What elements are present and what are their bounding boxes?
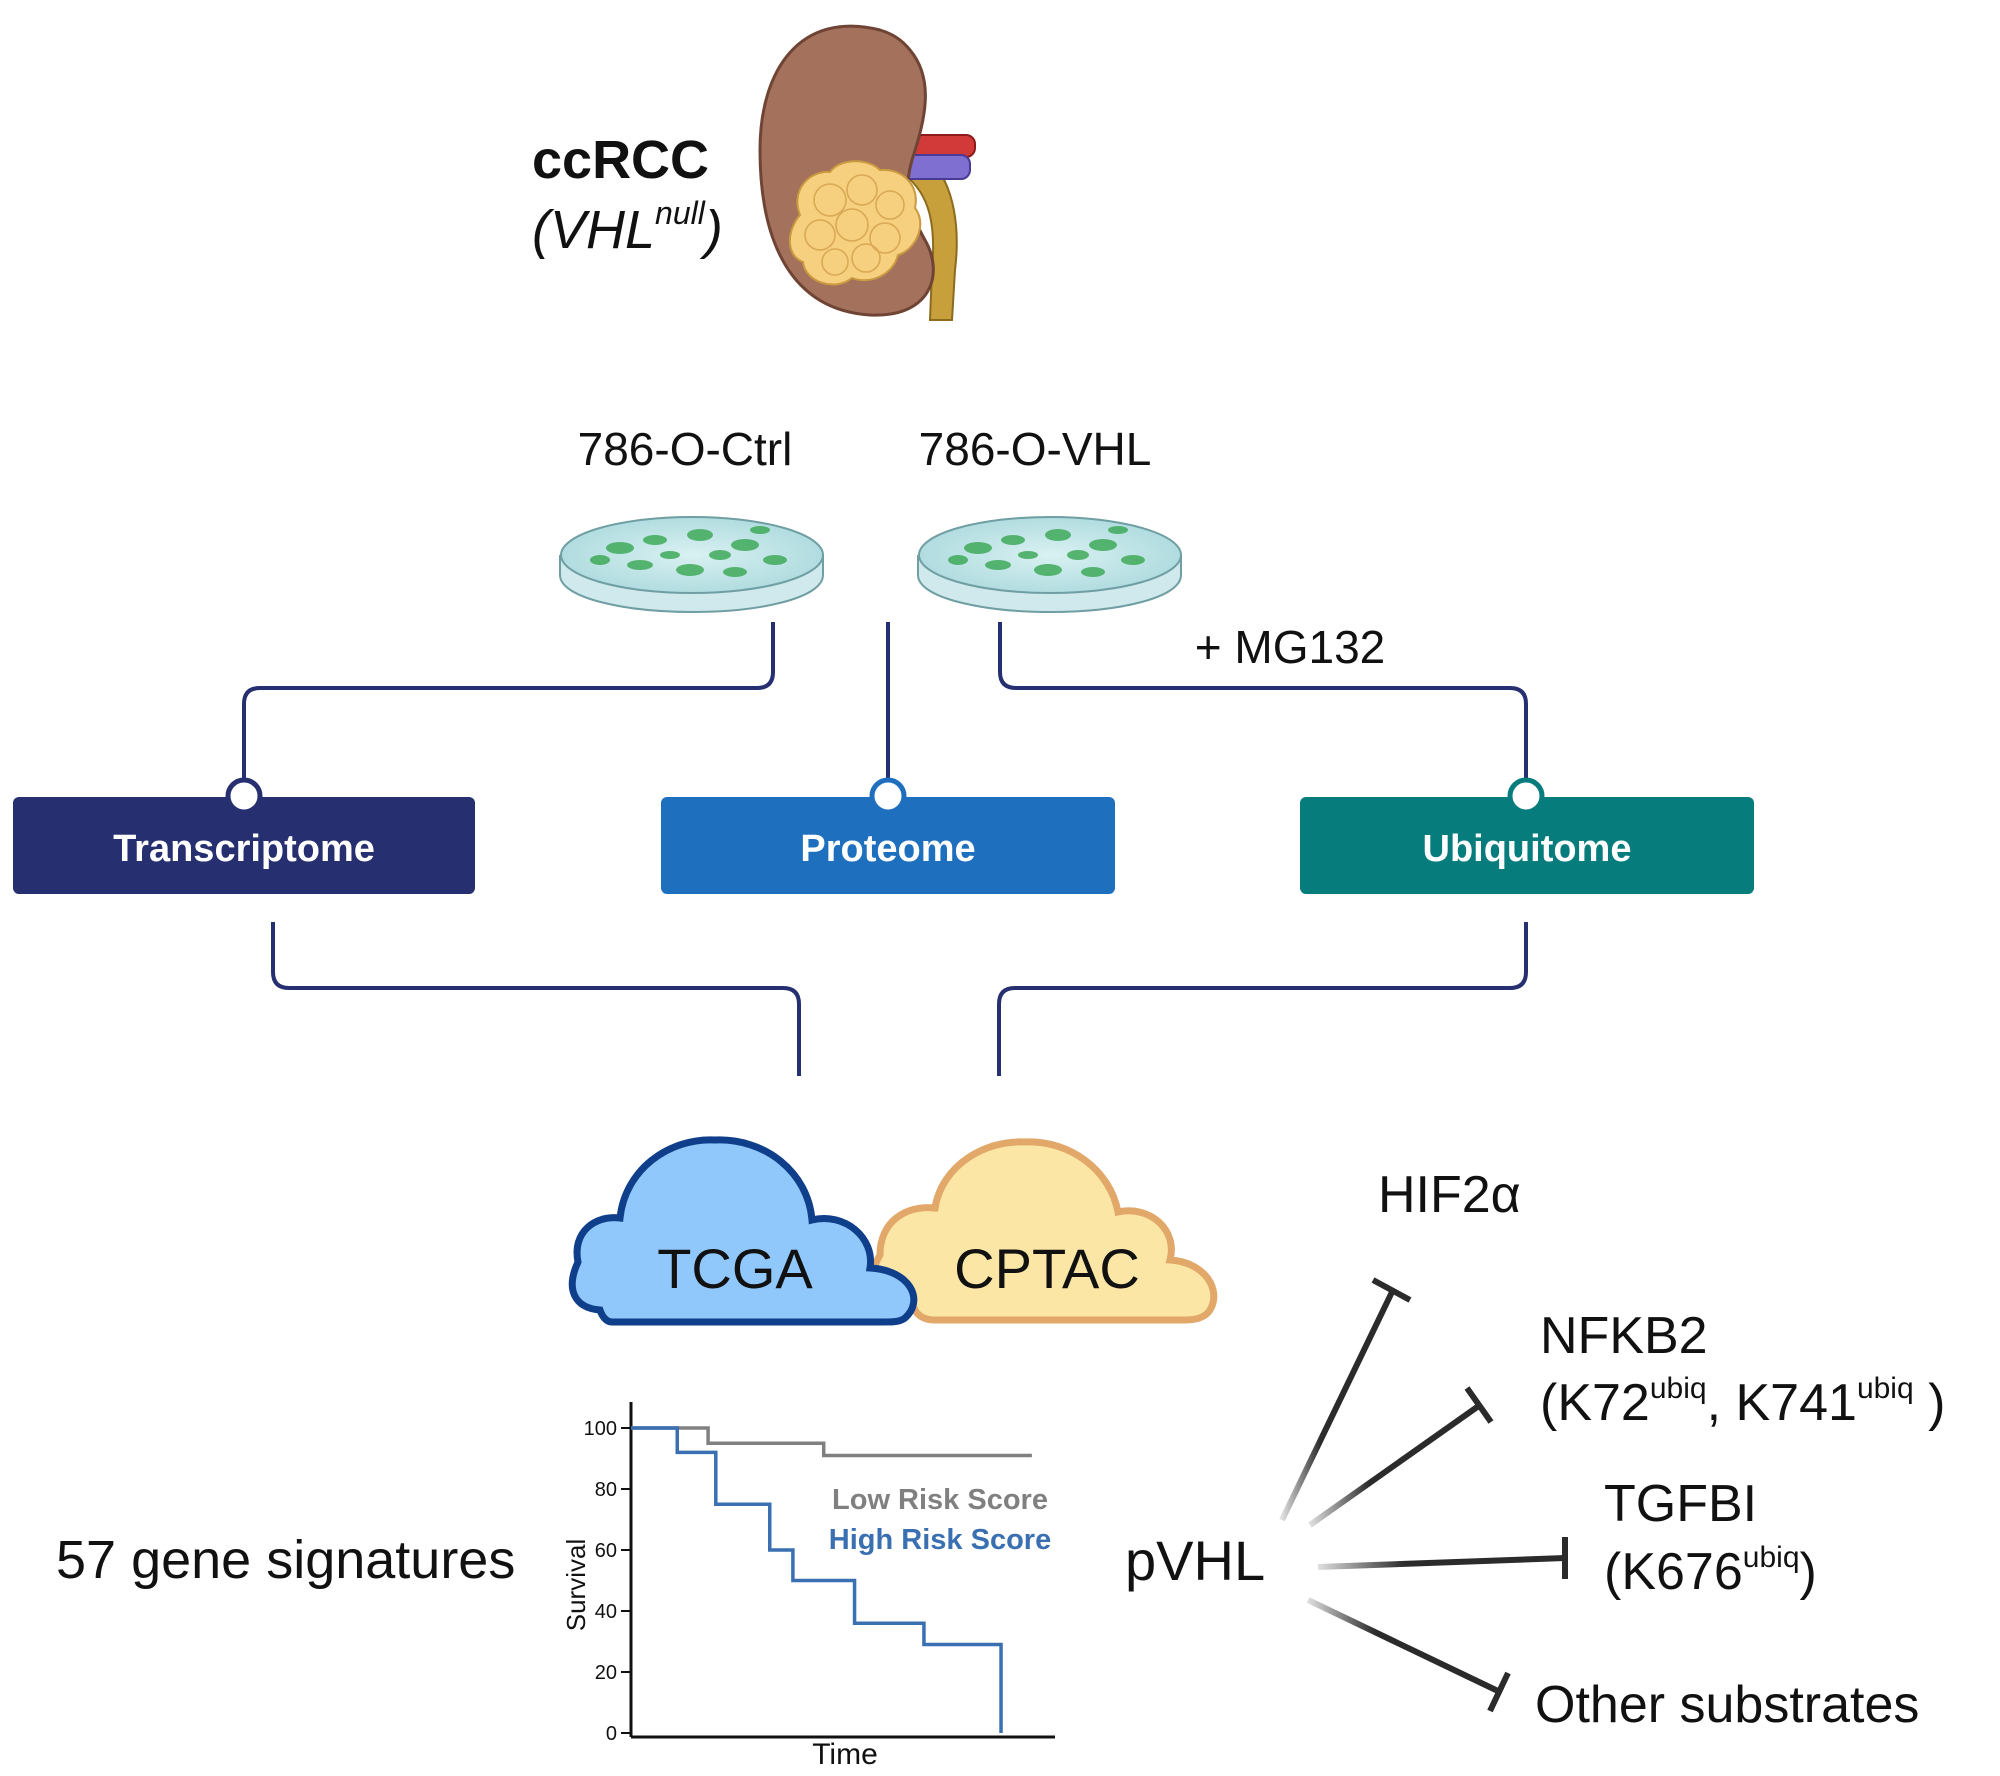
ubiquitome-box-bg: [1300, 797, 1754, 894]
y-ticks: 0 20 40 60 80 100: [584, 1418, 631, 1745]
arrow-bar-other: [1487, 1671, 1511, 1713]
petri-dish-ctrl: [559, 516, 824, 614]
omics-box-proteome: Proteome: [661, 777, 1115, 894]
nfkb2-site-1-sup: ubiq: [1650, 1372, 1707, 1405]
proteome-box-bg: [661, 797, 1115, 894]
transcriptome-box-bg: [13, 797, 475, 894]
arrow-to-tgfbi: [1317, 1555, 1566, 1570]
low-risk-curve: [631, 1426, 1032, 1458]
y-tick-label: 40: [595, 1601, 617, 1623]
omics-box-transcriptome: Transcriptome: [13, 777, 475, 894]
genotype-paren-close: ): [699, 200, 723, 260]
ubiquitome-port: [1507, 777, 1545, 815]
pvhl-label: pVHL: [1125, 1529, 1265, 1592]
nfkb2-sites: (K72ubiq, K741ubiq ): [1540, 1372, 1945, 1432]
y-tick-label: 0: [606, 1723, 617, 1745]
connector-ctrl-to-transcriptome: [242, 622, 775, 790]
target-nfkb2: NFKB2: [1540, 1307, 1708, 1365]
tumor-shape: [788, 160, 922, 286]
tcga-cloud-shape: [568, 1136, 918, 1326]
tgfbi-site-1: K676: [1621, 1543, 1742, 1601]
y-tick-label: 60: [595, 1540, 617, 1562]
transcriptome-label: Transcriptome: [113, 828, 375, 870]
target-tgfbi: TGFBI: [1604, 1475, 1757, 1533]
connector-lines-top: [242, 622, 1528, 790]
nfkb2-site-1: K72: [1557, 1374, 1650, 1432]
y-tick-label: 20: [595, 1662, 617, 1684]
proteome-label: Proteome: [800, 828, 975, 870]
arrow-to-nfkb2: [1308, 1402, 1482, 1528]
cell-line-label-ctrl: 786-O-Ctrl: [578, 423, 793, 475]
connector-ubiquitome-to-cptac: [997, 922, 1528, 1076]
transcriptome-port: [225, 777, 263, 815]
legend-low-risk: Low Risk Score: [832, 1484, 1048, 1516]
tcga-label: TCGA: [657, 1237, 813, 1300]
cloud-cptac: CPTAC: [869, 1138, 1218, 1324]
survival-chart: 0 20 40 60 80 100 Survival Time Low Risk Scor…: [561, 1402, 1055, 1771]
treatment-label: + MG132: [1195, 621, 1386, 673]
nfkb2-site-2: K741: [1735, 1374, 1856, 1432]
tumor-lobules: [804, 174, 905, 276]
genotype-paren-open: (: [532, 200, 555, 260]
target-other: Other substrates: [1535, 1676, 1919, 1734]
y-tick-label: 100: [584, 1418, 617, 1440]
genotype-gene: VHL: [550, 200, 655, 260]
gene-signature-label: 57 gene signatures: [56, 1530, 515, 1590]
omics-box-ubiquitome: Ubiquitome: [1300, 777, 1754, 894]
nfkb2-site-2-sup: ubiq: [1857, 1372, 1914, 1405]
arrow-bar-nfkb2: [1464, 1386, 1494, 1424]
cell-line-label-vhl: 786-O-VHL: [919, 423, 1152, 475]
connector-lines-bottom: [271, 922, 1528, 1076]
high-risk-curve: [631, 1426, 1003, 1733]
genotype-superscript: null: [655, 195, 706, 231]
arrow-to-other: [1306, 1597, 1502, 1695]
tgfbi-site-1-sup: ubiq: [1743, 1541, 1800, 1574]
tgfbi-sites: (K676ubiq): [1604, 1541, 1817, 1601]
cloud-tcga: TCGA: [568, 1136, 918, 1326]
legend-high-risk: High Risk Score: [829, 1524, 1051, 1556]
connector-transcriptome-to-tcga: [271, 922, 801, 1076]
target-hif2a: HIF2α: [1378, 1166, 1521, 1224]
inhibition-arrows: [1279, 1277, 1568, 1713]
connector-vhl-to-ubiquitome: [998, 622, 1528, 790]
cptac-cloud-shape: [869, 1138, 1218, 1324]
petri-dish-vhl: [917, 516, 1182, 614]
y-tick-label: 80: [595, 1479, 617, 1501]
survival-series: [631, 1426, 1032, 1733]
y-axis-label: Survival: [561, 1539, 591, 1631]
proteome-port: [869, 777, 907, 815]
ubiquitome-label: Ubiquitome: [1423, 828, 1632, 870]
kidney-illustration: [758, 24, 976, 321]
x-axis-label: Time: [812, 1738, 878, 1771]
arrow-bar-hif2a: [1371, 1277, 1412, 1303]
ureter-shape: [903, 158, 958, 321]
genotype-label: (VHLnull): [532, 195, 723, 260]
cptac-label: CPTAC: [954, 1237, 1140, 1300]
tumor-type-label: ccRCC: [532, 130, 709, 190]
arrow-to-hif2a: [1279, 1290, 1395, 1522]
